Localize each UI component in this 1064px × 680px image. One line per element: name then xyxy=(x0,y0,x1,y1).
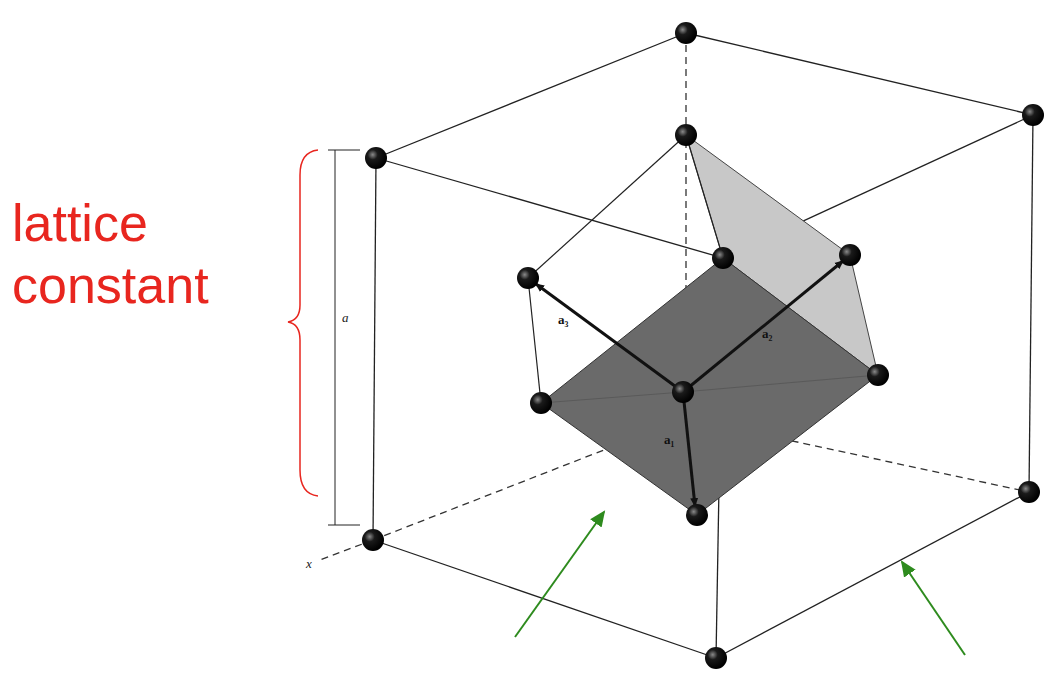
vector-label: a₃ xyxy=(558,312,568,328)
lattice-constant-label: lattice constant xyxy=(12,192,274,316)
vector-label: a₂ xyxy=(762,326,772,342)
axis-label: x xyxy=(304,556,314,572)
vector-label: a₁ xyxy=(664,432,674,448)
dimension-label: a xyxy=(340,310,351,326)
